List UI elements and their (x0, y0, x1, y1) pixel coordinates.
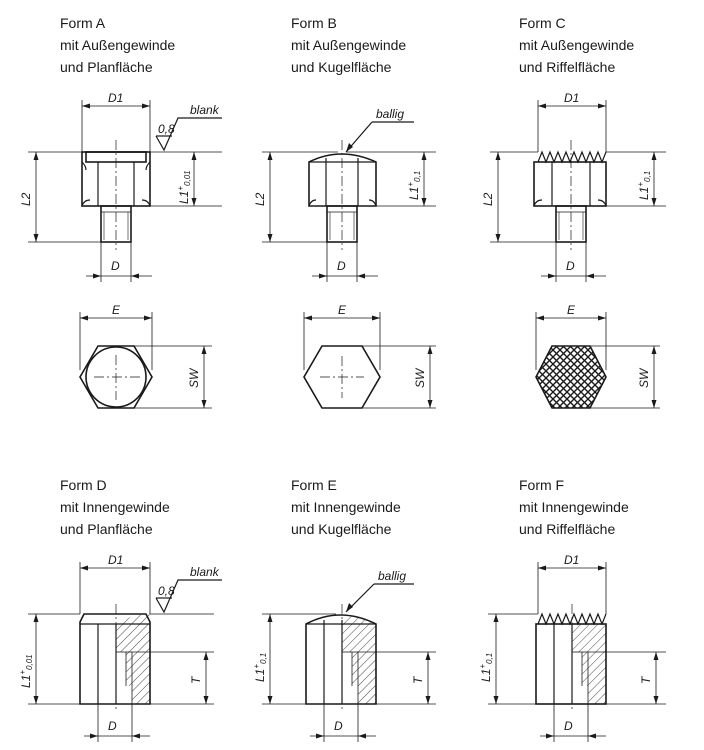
form-c-top-view: E SW (535, 303, 660, 409)
form-b-d-label: D (337, 259, 346, 273)
form-c-d-label: D (566, 259, 575, 273)
form-c-line2: und Riffelfläche (519, 59, 615, 75)
form-a-side-view: D1 L2 L1+0,01 0,8 blan (19, 91, 222, 282)
form-d-blank-label: blank (190, 565, 220, 579)
form-b-l2-label: L2 (253, 192, 267, 206)
form-b-line1: mit Außengewinde (291, 37, 406, 53)
form-d-section-view: D1 L1+0,01 T 0,8 blank (18, 553, 222, 742)
form-f-line2: und Riffelfläche (519, 521, 615, 537)
form-b-sw-label: SW (413, 367, 427, 388)
form-c-sw-label: SW (637, 367, 651, 388)
form-d-roughness: 0,8 (158, 584, 175, 598)
form-c-l1-label: L1+0,1 (636, 171, 652, 200)
form-d-line2: und Planfläche (60, 521, 153, 537)
form-a-title: Form A mit Außengewinde und Planfläche (60, 15, 175, 75)
form-d-l1-label: L1+0,01 (18, 654, 34, 688)
form-f-line1: mit Innengewinde (519, 499, 629, 515)
form-e-t-label: T (411, 675, 425, 684)
form-a-d1-label: D1 (108, 91, 123, 105)
form-b-e-label: E (338, 303, 347, 317)
form-b-side-view: ballig L2 L1+0,1 D (253, 107, 436, 282)
form-a-d-label: D (111, 259, 120, 273)
form-e-d-label: D (334, 719, 343, 733)
form-f-d-label: D (564, 719, 573, 733)
form-a-e-label: E (112, 303, 121, 317)
form-e-title: Form E mit Innengewinde und Kugelfläche (291, 477, 401, 537)
form-e-ballig-label: ballig (378, 569, 406, 583)
form-b-top-view: E SW (303, 303, 436, 409)
form-f-title: Form F mit Innengewinde und Riffelfläche (519, 477, 629, 537)
form-d-t-label: T (189, 675, 203, 684)
form-c-title: Form C mit Außengewinde und Riffelfläche (519, 15, 634, 75)
form-c-l2-label: L2 (481, 192, 495, 206)
form-b-name: Form B (291, 15, 337, 31)
form-a-roughness: 0,8 (158, 122, 175, 136)
form-c-name: Form C (519, 15, 566, 31)
form-f-l1-label: L1+0,1 (478, 653, 494, 682)
form-e-line1: mit Innengewinde (291, 499, 401, 515)
form-f-d1-label: D1 (564, 553, 579, 567)
form-a-top-view: E SW (79, 303, 212, 409)
form-f-t-label: T (639, 675, 653, 684)
form-a-l2-label: L2 (19, 192, 33, 206)
form-d-d1-label: D1 (108, 553, 123, 567)
form-d-d-label: D (108, 719, 117, 733)
form-c-line1: mit Außengewinde (519, 37, 634, 53)
form-f-section-view: D1 L1+0,1 T D (478, 553, 666, 742)
form-d-title: Form D mit Innengewinde und Planfläche (60, 477, 170, 537)
form-b-title: Form B mit Außengewinde und Kugelfläche (291, 15, 406, 75)
form-d-line1: mit Innengewinde (60, 499, 170, 515)
form-d-name: Form D (60, 477, 107, 493)
form-a-line2: und Planfläche (60, 59, 153, 75)
form-a-l1-label: L1+0,01 (176, 170, 192, 204)
form-b-l1-label: L1+0,1 (406, 171, 422, 200)
form-b-line2: und Kugelfläche (291, 59, 392, 75)
form-e-section-view: ballig L1+0,1 T D (252, 569, 436, 742)
form-e-name: Form E (291, 477, 337, 493)
form-a-sw-label: SW (187, 367, 201, 388)
form-a-name: Form A (60, 15, 106, 31)
form-c-side-view: D1 L2 L1+0,1 D (481, 91, 666, 282)
form-c-d1-label: D1 (564, 91, 579, 105)
form-c-e-label: E (567, 303, 576, 317)
form-e-l1-label: L1+0,1 (252, 653, 268, 682)
form-f-name: Form F (519, 477, 564, 493)
form-b-ballig-label: ballig (376, 107, 404, 121)
form-e-line2: und Kugelfläche (291, 521, 392, 537)
form-a-line1: mit Außengewinde (60, 37, 175, 53)
form-a-blank-label: blank (190, 103, 220, 117)
